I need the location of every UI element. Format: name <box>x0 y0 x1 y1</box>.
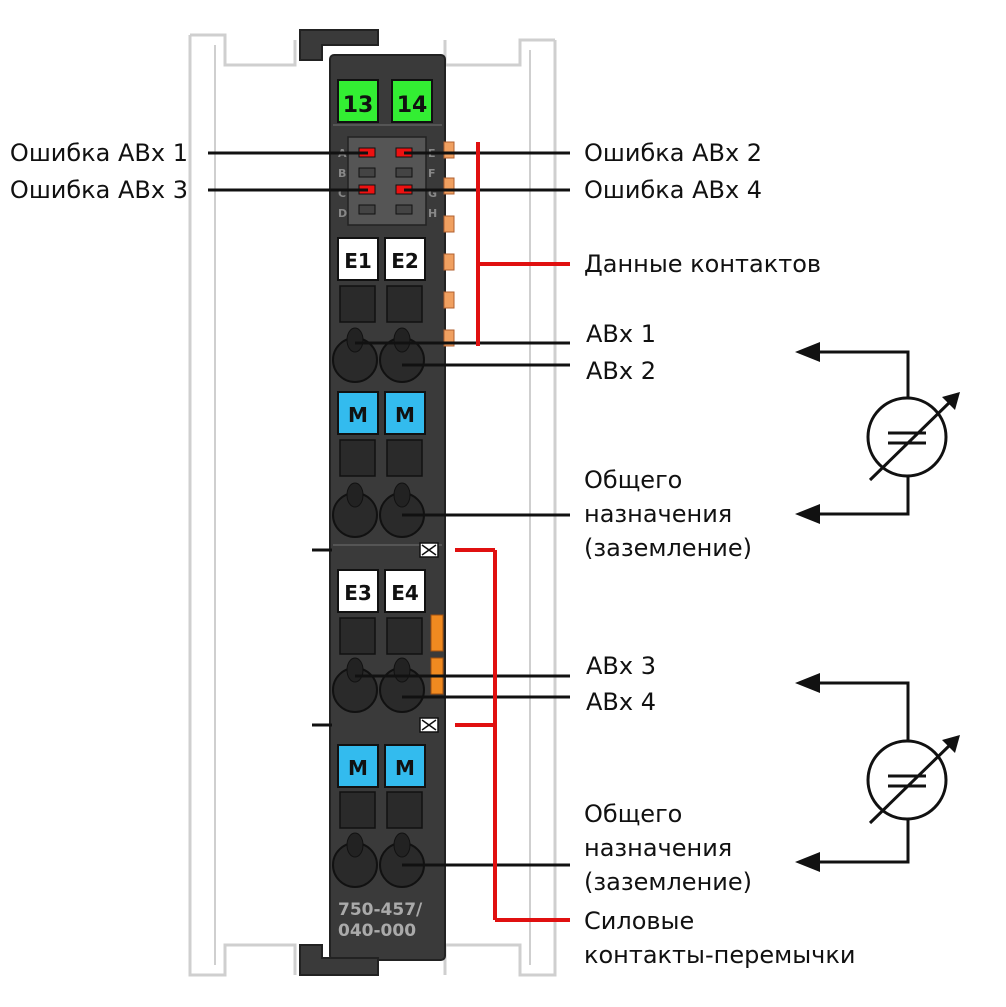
label-abx1: АВх 1 <box>586 320 656 348</box>
svg-text:E3: E3 <box>344 581 372 605</box>
led-letter-h: H <box>428 207 437 220</box>
svg-text:E2: E2 <box>391 249 419 273</box>
release-slot <box>339 791 376 829</box>
data-contacts <box>443 141 455 347</box>
label-error-abx3: Ошибка АВх 3 <box>9 176 188 204</box>
release-slot <box>386 285 423 323</box>
model-number-line2: 040-000 <box>338 921 416 941</box>
led-letter-d: D <box>338 207 347 220</box>
slot-13-label: 13 <box>343 93 374 118</box>
label-abx4: АВх 4 <box>586 688 656 716</box>
input-e2-marker: E2 <box>384 237 426 281</box>
sensor-symbol-1 <box>795 342 960 524</box>
svg-text:E1: E1 <box>344 249 372 273</box>
slot-14-label: 14 <box>397 93 428 118</box>
label-common-1-line1: Общего <box>584 466 683 494</box>
sensor-symbol-2 <box>795 673 960 872</box>
label-common-2-line2: назначения <box>584 834 733 862</box>
label-common-ground-1: Общего назначения (заземление) <box>584 463 752 565</box>
terminal-pair-1 <box>332 327 425 383</box>
led-letter-b: B <box>338 167 346 180</box>
ground-marker-4: M <box>384 744 426 788</box>
svg-text:M: M <box>395 756 415 780</box>
led-b <box>358 167 376 178</box>
label-common-2-line3: (заземление) <box>584 868 752 896</box>
slot-13: 13 <box>337 79 379 123</box>
release-slot <box>386 791 423 829</box>
orange-contact <box>430 614 444 652</box>
label-error-abx2: Ошибка АВх 2 <box>584 139 763 167</box>
label-common-ground-2: Общего назначения (заземление) <box>584 797 752 899</box>
led-h <box>395 204 413 215</box>
led-letter-g: G <box>428 187 437 200</box>
led-letter-f: F <box>428 167 436 180</box>
input-e1-marker: E1 <box>337 237 379 281</box>
input-e4-marker: E4 <box>384 569 426 613</box>
led-letter-c: C <box>338 187 346 200</box>
label-common-1-line2: назначения <box>584 500 733 528</box>
label-contact-data: Данные контактов <box>584 250 822 278</box>
red-leaders <box>455 142 570 922</box>
label-power-line1: Силовые <box>584 907 695 935</box>
svg-text:E4: E4 <box>391 581 419 605</box>
label-common-2-line1: Общего <box>584 800 683 828</box>
ground-marker-1: M <box>337 391 379 435</box>
label-error-abx1: Ошибка АВх 1 <box>9 139 188 167</box>
release-slot <box>386 439 423 477</box>
release-slot <box>339 439 376 477</box>
power-jumper-contact-bottom <box>312 717 439 733</box>
label-error-abx4: Ошибка АВх 4 <box>584 176 763 204</box>
model-number-line1: 750-457/ <box>338 900 423 920</box>
label-common-1-line3: (заземление) <box>584 534 752 562</box>
led-f <box>395 167 413 178</box>
input-e3-marker: E3 <box>337 569 379 613</box>
svg-text:M: M <box>348 756 368 780</box>
label-power-jumper-contacts: Силовые контакты-перемычки <box>584 904 855 972</box>
label-abx3: АВх 3 <box>586 652 656 680</box>
led-panel: A B C D E F G H <box>338 136 437 226</box>
led-d <box>358 204 376 215</box>
slot-14: 14 <box>391 79 433 123</box>
release-slot <box>339 285 376 323</box>
leader-lines <box>208 151 570 867</box>
ground-marker-2: M <box>384 391 426 435</box>
release-slot <box>386 617 423 655</box>
svg-text:M: M <box>395 403 415 427</box>
label-abx2: АВх 2 <box>586 357 656 385</box>
label-power-line2: контакты-перемычки <box>584 941 856 969</box>
ground-marker-3: M <box>337 744 379 788</box>
svg-text:M: M <box>348 403 368 427</box>
release-slot <box>339 617 376 655</box>
power-jumper-contact-top <box>312 542 439 558</box>
